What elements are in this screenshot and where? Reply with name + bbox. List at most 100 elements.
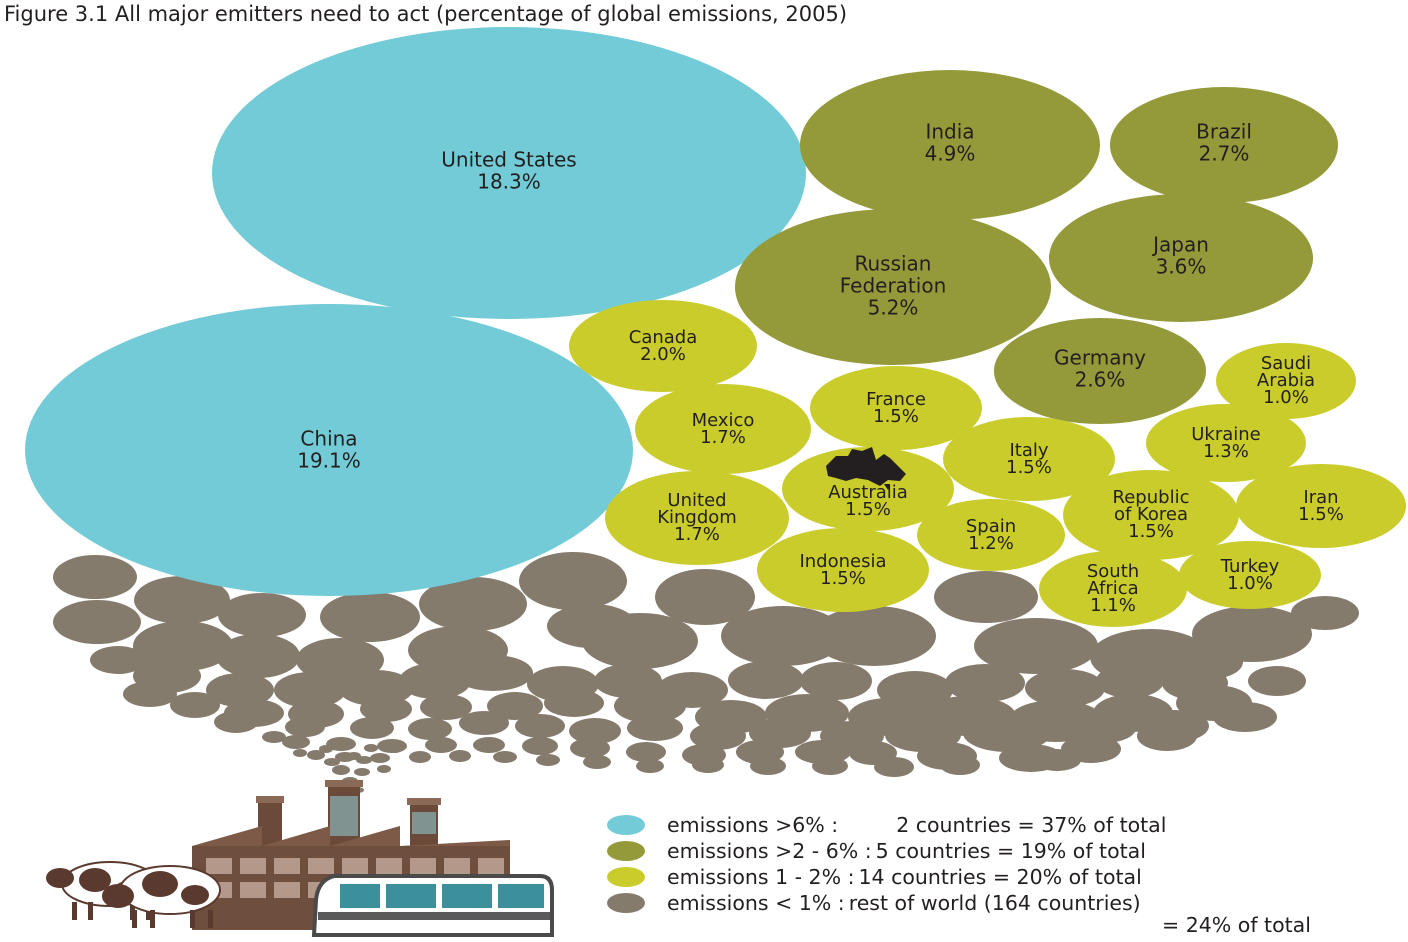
rest-of-world-bubble xyxy=(285,717,325,737)
bubble-value-label: 1.0% xyxy=(1227,573,1273,594)
legend-swatch xyxy=(607,815,645,835)
rest-of-world-bubble xyxy=(1025,669,1105,707)
bubble-country-label: Arabia xyxy=(1257,370,1315,391)
bubble-value-label: 2.0% xyxy=(640,344,686,365)
bubble-value-label: 1.3% xyxy=(1203,441,1249,462)
rest-of-world-bubble xyxy=(216,634,300,678)
bubble-country-label: Iran xyxy=(1303,487,1338,508)
industry-illustration xyxy=(46,780,554,937)
bubble xyxy=(1236,464,1406,548)
rest-of-world-bubble xyxy=(522,737,558,755)
rest-of-world-bubble xyxy=(544,689,604,717)
bubble-country-label: Kingdom xyxy=(657,507,737,528)
bubble-value-label: 1.5% xyxy=(873,406,919,427)
rest-of-world-bubble xyxy=(627,715,683,741)
rest-of-world-bubble xyxy=(1137,721,1197,751)
bubble-value-label: 1.7% xyxy=(674,524,720,545)
rest-of-world-bubble xyxy=(1213,702,1277,732)
rest-of-world-bubble xyxy=(1291,596,1359,630)
bubble-country-label: Germany xyxy=(1054,346,1146,370)
legend-item: emissions 1 - 2% : 14 countries = 20% of… xyxy=(607,865,1142,889)
legend-label: emissions >6% : xyxy=(667,813,839,837)
bubble-country-label: Japan xyxy=(1151,233,1209,257)
bubble-country-label: Africa xyxy=(1087,578,1138,599)
rest-of-world-bubble xyxy=(536,754,560,766)
bubble-value-label: 1.7% xyxy=(700,427,746,448)
legend-label: emissions >2 - 6% : xyxy=(667,839,872,863)
bubble xyxy=(1146,404,1306,482)
legend-summary-continued: = 24% of total xyxy=(1162,913,1311,937)
rest-of-world-bubble xyxy=(262,731,286,743)
legend-item: emissions >2 - 6% : 5 countries = 19% of… xyxy=(607,839,1146,863)
rest-of-world-bubble xyxy=(692,757,724,773)
rest-of-world-bubble xyxy=(409,751,431,763)
rest-of-world-bubble xyxy=(459,711,509,735)
legend-swatch xyxy=(607,893,645,913)
bubble-country-label: Ukraine xyxy=(1191,424,1261,445)
rest-of-world-bubble xyxy=(419,577,527,631)
rest-of-world-bubble xyxy=(1248,666,1306,696)
australia-map-icon xyxy=(826,447,906,490)
bubble-country-label: Canada xyxy=(629,327,698,348)
rest-of-world-bubble xyxy=(874,757,914,777)
bubble-country-label: Brazil xyxy=(1196,120,1252,144)
rest-of-world-bubble xyxy=(721,606,845,666)
rest-of-world-bubble xyxy=(347,752,361,760)
bubble-country-label: United xyxy=(667,490,726,511)
bubble xyxy=(1110,87,1338,203)
bubble-value-label: 1.1% xyxy=(1090,595,1136,616)
legend-label: emissions < 1% : xyxy=(667,891,845,915)
rest-of-world-bubble xyxy=(614,689,686,723)
bubble-value-label: 18.3% xyxy=(477,170,541,194)
legend-swatch xyxy=(607,841,645,861)
rest-of-world-bubble xyxy=(170,692,220,718)
bubble xyxy=(212,27,806,319)
rest-of-world-bubble xyxy=(626,742,666,762)
bubble-value-label: 4.9% xyxy=(925,142,976,166)
bubble xyxy=(1039,551,1187,627)
rest-of-world-bubble xyxy=(945,664,1025,702)
legend-label: emissions 1 - 2% : xyxy=(667,865,855,889)
rest-of-world-bubble xyxy=(583,755,611,769)
rest-of-world-bubble xyxy=(214,711,258,733)
rest-of-world-bubble xyxy=(90,646,146,674)
bubble xyxy=(569,300,757,392)
rest-of-world-bubble xyxy=(319,745,333,753)
rest-of-world-bubble xyxy=(326,737,356,751)
bubble-value-label: 2.7% xyxy=(1199,142,1250,166)
cow-icon xyxy=(46,861,221,928)
rest-of-world-bubble xyxy=(934,571,1038,623)
rest-of-world-bubble xyxy=(370,753,390,763)
chart-title: Figure 3.1 All major emitters need to ac… xyxy=(4,2,848,26)
rest-of-world-bubble xyxy=(388,745,402,753)
rest-of-world-bubble xyxy=(655,569,755,625)
bubble xyxy=(782,447,954,531)
legend-item: emissions >6% : 2 countries = 37% of tot… xyxy=(607,813,1166,837)
rest-of-world-bubble xyxy=(963,714,1051,752)
bubble xyxy=(735,209,1051,365)
bubble-value-label: 19.1% xyxy=(297,449,361,473)
bubble-country-label: Mexico xyxy=(692,410,755,431)
rest-of-world-bubble xyxy=(360,696,412,722)
bubble-value-label: 1.5% xyxy=(845,499,891,520)
rest-of-world-bubble xyxy=(800,662,872,700)
rest-of-world-bubble xyxy=(134,576,230,624)
rest-of-world-bubble xyxy=(487,692,543,720)
